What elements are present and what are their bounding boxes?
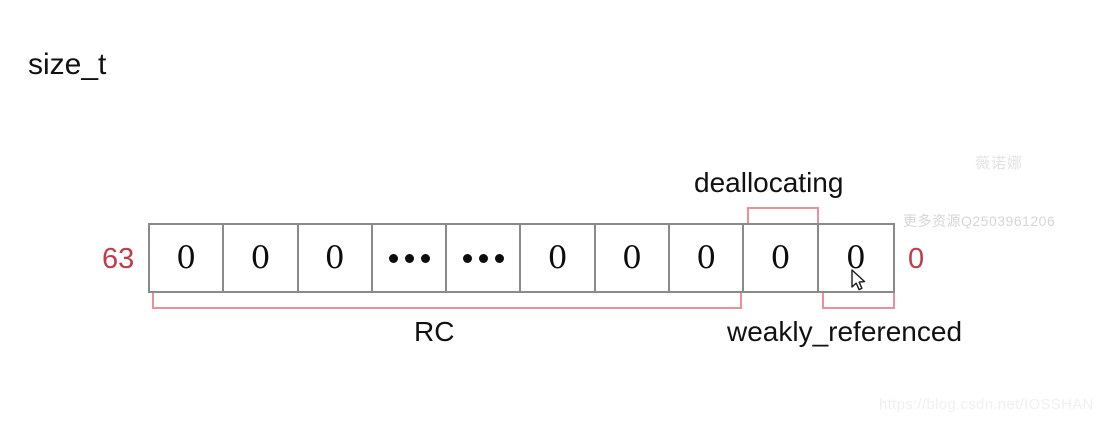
watermark-url: https://blog.csdn.net/IOSSHAN [879,396,1094,413]
mouse-cursor-icon [851,269,866,291]
bit-value: 0 [845,239,866,276]
bracket-deallocating [747,207,819,223]
bit-cell[interactable]: 0 [224,225,299,291]
bit-index-high-label: 63 [102,243,135,275]
field-label-rc: RC [414,316,455,347]
bit-index-low-label: 0 [908,243,925,275]
bit-cell[interactable] [447,225,522,291]
bit-value: 0 [696,239,717,276]
watermark-qq: 更多资源Q2503961206 [903,213,1056,229]
bit-value: 0 [324,239,345,276]
bit-cell[interactable]: 0 [521,225,596,291]
page-title: size_t [28,48,107,81]
bit-value: 0 [770,239,791,276]
field-label-deallocating: deallocating [694,167,844,198]
bit-cell[interactable]: 0 [670,225,745,291]
bit-cell[interactable]: 0 [595,225,671,291]
field-label-weakly-referenced: weakly_referenced [727,316,963,347]
bit-value: 0 [250,239,271,276]
ellipsis-icon [462,253,504,263]
bit-cell[interactable]: 0 [744,225,819,291]
bit-value: 0 [176,239,197,276]
watermark-brand: 薇诺娜 [975,155,1024,172]
bit-cell[interactable]: 0 [298,225,373,291]
bit-cell[interactable] [372,225,448,291]
bit-value: 0 [622,239,642,276]
bit-value: 0 [547,239,568,276]
bitfield-row: 0 0 0 0 0 0 0 0 [148,223,895,293]
bracket-rc [152,293,742,309]
ellipsis-icon [388,253,430,263]
bit-cell[interactable]: 0 [150,225,225,291]
bracket-weakly-referenced [822,293,895,309]
